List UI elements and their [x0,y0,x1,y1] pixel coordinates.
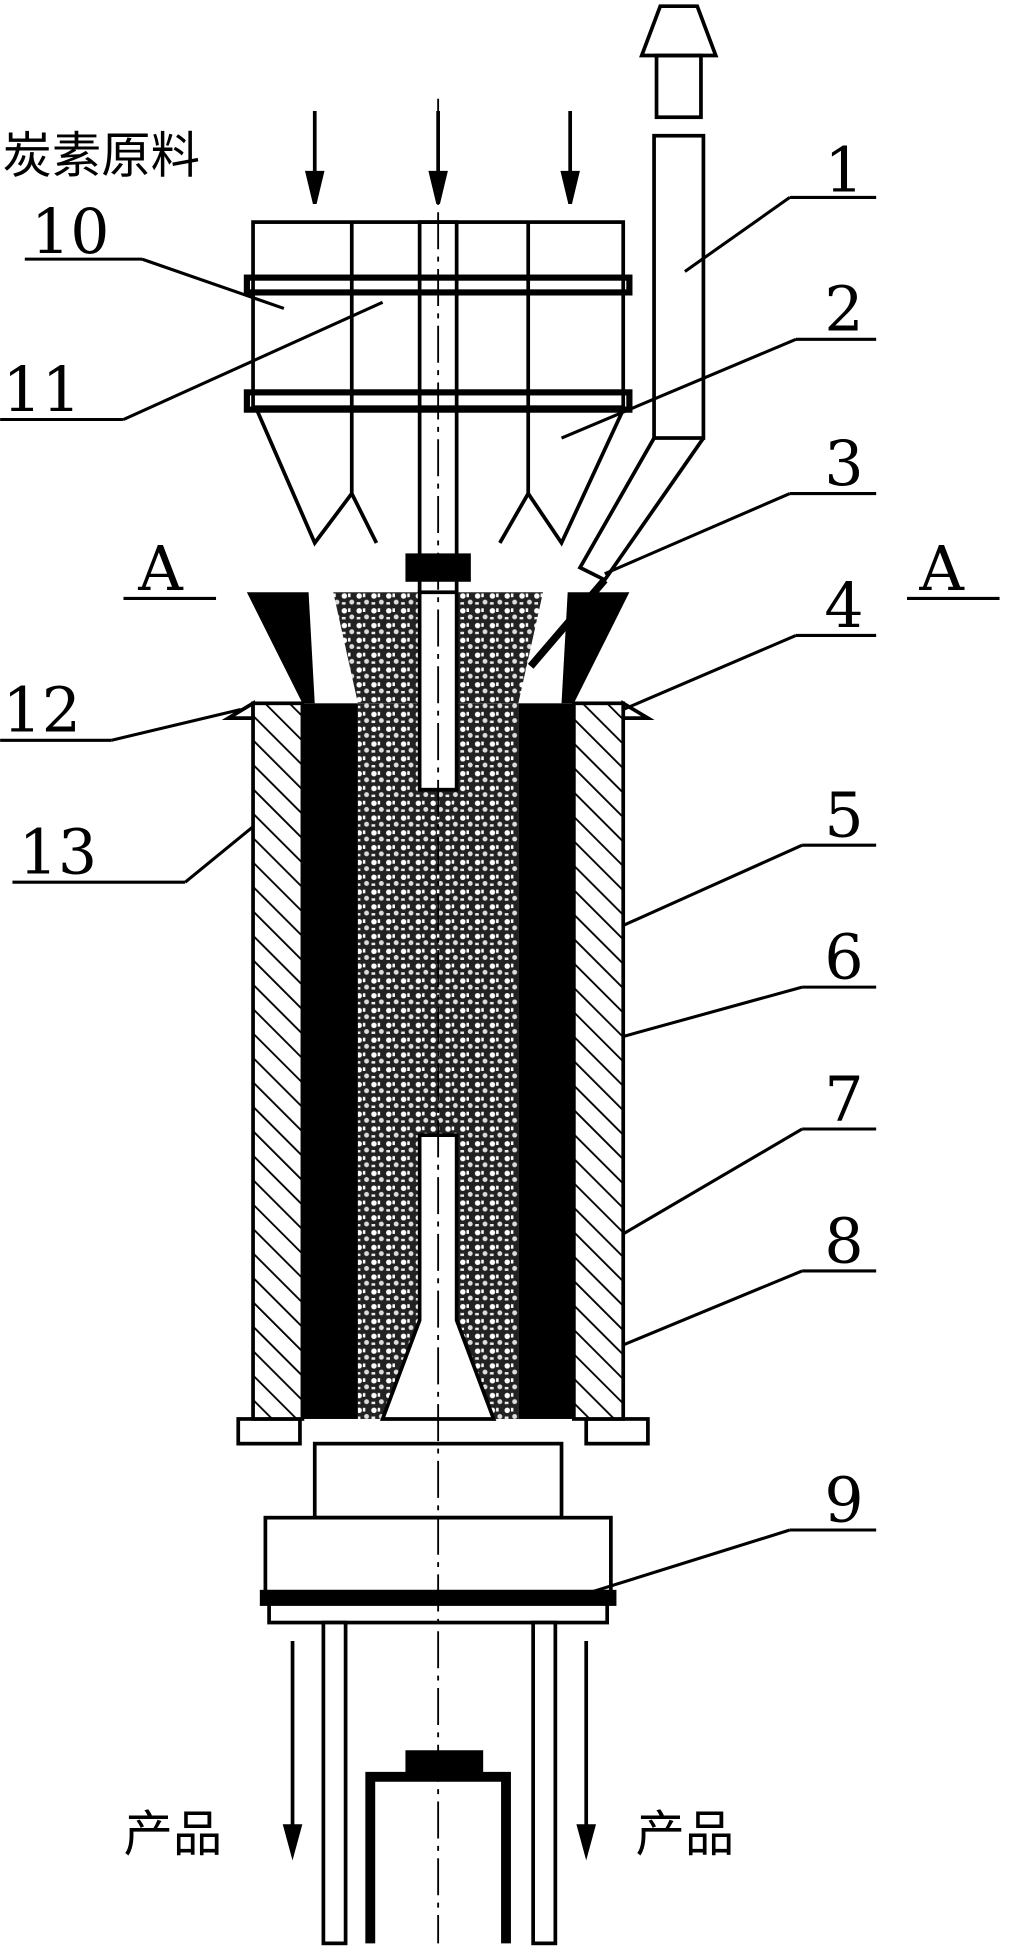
part-label-8: 8 [824,1205,863,1277]
part-label-7: 7 [824,1063,863,1135]
part-label-4: 4 [824,570,863,642]
top-cone-left [246,592,315,704]
lining-right [518,703,574,1419]
part-label-3: 3 [824,428,863,500]
feed-arrows [304,111,580,205]
feed-label: 炭素原料 [3,127,200,185]
top-cone-right [561,592,630,704]
lining-left [302,703,358,1419]
furnace-wall-right [572,701,626,1421]
part-label-1: 1 [824,134,863,206]
part-label-13: 13 [19,817,98,889]
leader-lines [0,195,1000,1594]
part-label-11: 11 [3,354,82,426]
product-arrows [282,1641,597,1861]
part-label-5: 5 [824,780,863,852]
product-label-right: 产品 [636,1805,735,1863]
furnace-wall-left [251,701,305,1421]
section-label-left: A [137,533,184,605]
part-label-9: 9 [824,1464,863,1536]
part-label-6: 6 [824,921,863,993]
part-label-2: 2 [824,274,863,346]
section-label-right: A [918,533,965,605]
part-label-10: 10 [31,196,110,268]
lower-electrode [379,1133,497,1421]
product-label-left: 产品 [123,1805,222,1863]
part-label-12: 12 [3,675,82,747]
